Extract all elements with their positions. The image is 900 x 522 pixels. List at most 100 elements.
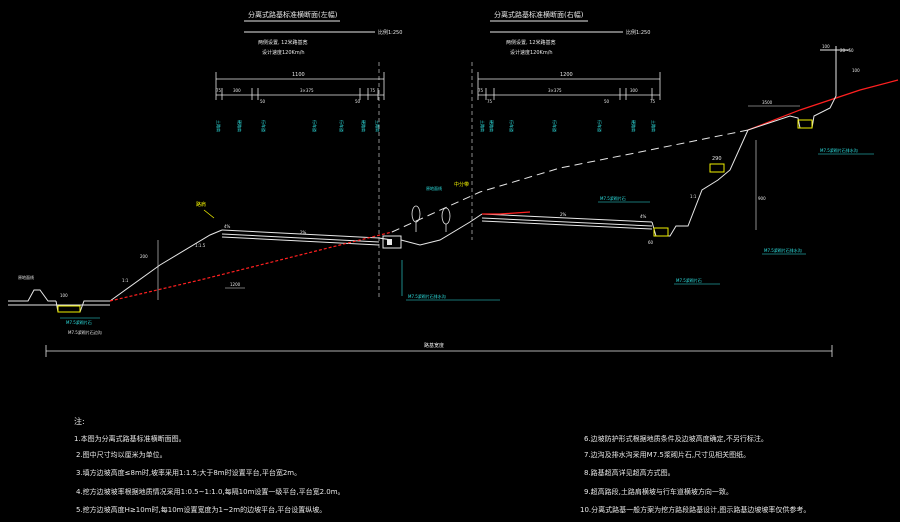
- mark-tr-label: 原地面线: [426, 185, 442, 191]
- notes-heading: 注:: [74, 417, 85, 426]
- slope-left-label: 1:1.5: [195, 243, 206, 248]
- right-dim-5: 75: [650, 99, 656, 104]
- note-2: 2.图中尺寸均以厘米为单位。: [76, 451, 167, 459]
- left-dim-1: 300: [233, 88, 241, 93]
- right-lane-labels: 土路肩 硬路肩 行车道 行车道 行车道 硬路肩 土路肩: [480, 120, 657, 132]
- original-ground-right: [747, 79, 899, 131]
- note-7: 7.边沟及排水沟采用M7.5浆砌片石,尺寸见相关图纸。: [584, 451, 751, 459]
- edge-right: 4%: [640, 214, 647, 219]
- total-width-label: 路基宽度: [424, 342, 444, 349]
- right-lane-label-3: 行车道: [552, 120, 558, 132]
- right-section-sub2: 设计速度120Km/h: [510, 49, 553, 56]
- intercepting-ditch-lining: [797, 119, 813, 129]
- right-roadway: [481, 213, 653, 230]
- right-ditch-lining: [653, 227, 669, 237]
- right-dim-2: 3×375: [548, 88, 562, 93]
- right-lane-label-6: 土路肩: [651, 120, 657, 132]
- slope-right-label: 1:1: [690, 194, 697, 199]
- right-dim-4: 300: [630, 88, 638, 93]
- median-barrier: [382, 235, 402, 249]
- pave-right-mid: M7.5浆砌片石排水沟: [764, 247, 802, 253]
- note-4: 4.挖方边坡坡率根据地质情况采用1:0.5~1:1.0,每隔10m设置一级平台,…: [76, 488, 345, 496]
- note-1: 1.本图为分离式路基标准横断面图。: [74, 435, 186, 443]
- dim-100-label: 100: [60, 293, 68, 298]
- right-lane-label-1: 硬路肩: [489, 120, 495, 132]
- dim-1200-label: 1200: [230, 282, 241, 287]
- slope-mid-label: 1:1: [122, 278, 129, 283]
- right-section-sub1: 两侧设置, 12米路基宽: [506, 39, 556, 46]
- note-5: 5.挖方边坡高度H≥10m时,每10m设置宽度为1~2m的边坡平台,平台设置纵坡…: [76, 506, 327, 514]
- left-lane-label-0: 土路肩: [216, 120, 222, 132]
- road-left-label: 原地面线: [18, 274, 34, 280]
- dim-100b-label: 100: [822, 44, 830, 49]
- left-lane-label-5: 硬路肩: [361, 120, 367, 132]
- note-9: 9.超高路段,土路肩横坡与行车道横坡方向一致。: [584, 488, 733, 496]
- left-section-sub1: 两侧设置, 12米路基宽: [258, 39, 308, 46]
- pave-right-bottom: M7.5浆砌片石: [676, 277, 702, 283]
- left-section-sub2: 设计速度120Km/h: [262, 49, 305, 56]
- pave-left-label: M7.5浆砌片石边沟: [68, 329, 102, 335]
- left-embankment: [109, 229, 393, 302]
- original-ground-left: [109, 231, 393, 302]
- median-slope: [400, 213, 483, 246]
- dim-60-label: 60: [648, 240, 654, 245]
- dim-100c-label: 100: [852, 68, 860, 73]
- left-section-title: 分离式路基标准横断面(左幅): [248, 10, 338, 19]
- left-section-scale: 比例1:250: [378, 29, 402, 36]
- right-dimension-lines: [477, 72, 661, 100]
- right-section-scale: 比例1:250: [626, 29, 650, 36]
- dim-290-label: 290: [712, 156, 722, 162]
- right-dim-3: 50: [604, 99, 610, 104]
- left-ditch: [8, 289, 110, 313]
- left-dim-0: 75: [216, 88, 222, 93]
- left-dimension-lines: [215, 72, 385, 100]
- left-lane-label-6: 土路肩: [375, 120, 381, 132]
- left-dim-5: 75: [370, 88, 376, 93]
- note-10: 10.分离式路基一般方案为挖方路段路基设计,图示路基边坡坡率仅供参考。: [580, 506, 811, 514]
- cross-slope-right: 2%: [560, 212, 567, 217]
- left-lane-label-4: 行车道: [339, 120, 345, 132]
- tree-icon-2: [441, 207, 451, 225]
- left-dim-4: 50: [355, 99, 361, 104]
- right-lane-label-5: 硬路肩: [631, 120, 637, 132]
- right-cut-slope: [651, 129, 749, 237]
- mark-left: 路肩: [196, 201, 206, 208]
- ditch-right-label: M7.5浆砌片石: [600, 195, 626, 201]
- mark-left-leader: [203, 209, 215, 219]
- left-lane-label-3: 行车道: [312, 120, 318, 132]
- dim-900-label: 900: [758, 196, 766, 201]
- left-lane-labels: 土路肩 硬路肩 行车道 行车道 行车道 硬路肩 土路肩: [216, 120, 381, 132]
- pave-right-label: M7.5浆砌片石排水沟: [408, 293, 446, 299]
- edge-left: 4%: [224, 224, 231, 229]
- note-8: 8.路基超高详见超高方式图。: [584, 469, 675, 477]
- platform-ditch: [709, 163, 725, 173]
- left-dim-total: 1100: [292, 72, 305, 78]
- left-lane-label-1: 硬路肩: [237, 120, 243, 132]
- note-6: 6.边坡防护形式根据地质条件及边坡高度确定,不另行标注。: [584, 435, 768, 443]
- left-lane-label-2: 行车道: [261, 120, 267, 132]
- dim-200-label: 200: [140, 254, 148, 259]
- right-dim-total: 1200: [560, 72, 573, 78]
- dim-28-label: 28~50: [840, 48, 854, 53]
- left-dim-2: 50: [260, 99, 266, 104]
- dim-3500-label: 3500: [762, 100, 773, 105]
- left-dim-3: 3×375: [300, 88, 314, 93]
- left-ditch-lining: [57, 305, 81, 313]
- mark-median: 中分带: [454, 181, 469, 188]
- right-lane-label-4: 行车道: [597, 120, 603, 132]
- original-ground-dashed: [391, 129, 749, 233]
- ditch-left-label: M7.5浆砌片石: [66, 319, 92, 325]
- note-3: 3.填方边坡高度≤8m时,坡率采用1:1.5;大于8m时设置平台,平台宽2m。: [76, 469, 302, 477]
- right-lane-label-0: 土路肩: [480, 120, 486, 132]
- right-lane-label-2: 行车道: [509, 120, 515, 132]
- right-dim-0: 75: [478, 88, 484, 93]
- intercept-label: M7.5浆砌片石排水沟: [820, 147, 858, 153]
- right-section-title: 分离式路基标准横断面(右幅): [494, 10, 584, 19]
- original-ground-mid: [482, 211, 531, 215]
- intercepting-ditch: [747, 46, 850, 131]
- right-dim-1: 75: [487, 99, 493, 104]
- cross-slope-left: 2%: [300, 230, 307, 235]
- median-block: [387, 239, 392, 245]
